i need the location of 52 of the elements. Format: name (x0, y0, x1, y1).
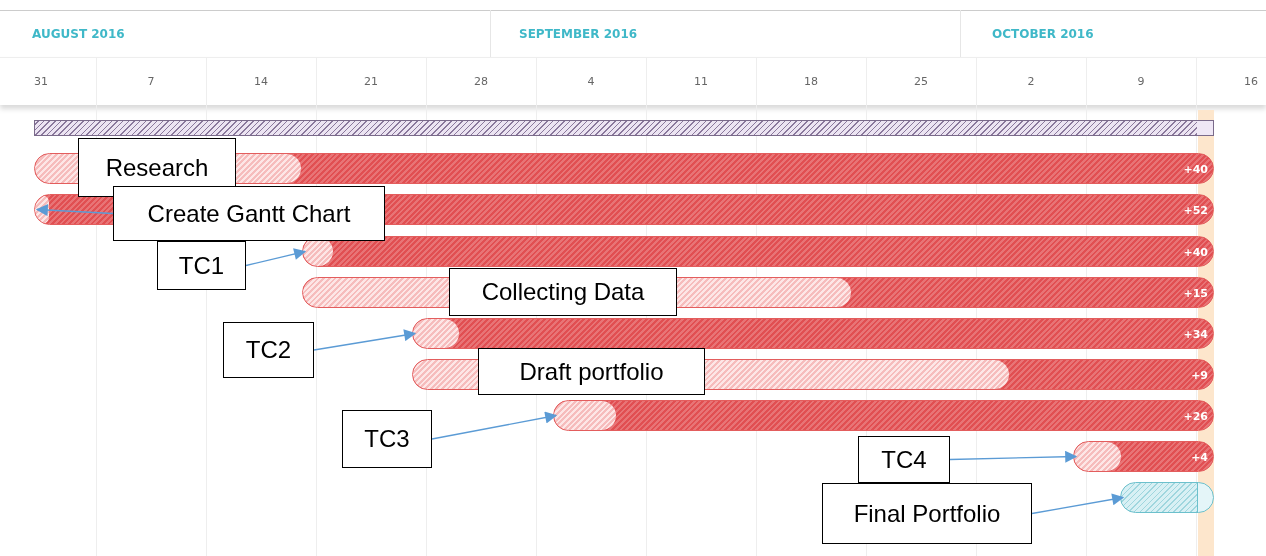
week-label: 4 (586, 75, 596, 88)
callout-text: TC1 (178, 251, 225, 280)
month-label: OCTOBER 2016 (992, 27, 1094, 41)
week-label: 9 (1136, 75, 1146, 88)
callout-box (822, 483, 1032, 544)
callout-text: TC4 (881, 445, 927, 474)
month-label: SEPTEMBER 2016 (519, 27, 638, 41)
callout-box (478, 348, 705, 395)
callout-box (113, 186, 385, 241)
week-label: 25 (913, 75, 929, 88)
milestone-bar (1120, 482, 1214, 513)
callout-box (157, 241, 246, 290)
week-label: 28 (473, 75, 489, 88)
duration-label: +52 (1183, 203, 1208, 216)
week-label: 21 (363, 75, 379, 88)
week-label: 11 (693, 75, 709, 88)
week-label: 14 (253, 75, 269, 88)
summary-bar (34, 120, 1214, 136)
week-label: 18 (803, 75, 819, 88)
duration-label: +34 (1183, 327, 1208, 340)
task-bar (302, 236, 1214, 267)
leader-arrow (245, 248, 307, 267)
leader-arrow (35, 204, 114, 217)
callout-box (223, 322, 314, 378)
callout-text: Collecting Data (481, 278, 645, 306)
duration-label: +15 (1183, 286, 1208, 299)
week-label: 7 (146, 75, 156, 88)
leader-arrow (313, 329, 417, 351)
task-bar (553, 400, 1214, 431)
leader-arrow (949, 450, 1078, 463)
callout-text: Create Gantt Chart (147, 199, 351, 228)
callout-text: TC2 (245, 336, 292, 364)
callout-box (858, 436, 950, 483)
week-label: 2 (1026, 75, 1036, 88)
week-label: 31 (33, 75, 49, 88)
callout-box (449, 268, 677, 316)
duration-label: +40 (1183, 245, 1208, 258)
callout-box (342, 410, 432, 468)
task-bar (1073, 441, 1214, 472)
callout-text: Research (105, 153, 209, 182)
callout-text: TC3 (364, 425, 410, 453)
duration-label: +26 (1183, 409, 1208, 422)
duration-label: +40 (1183, 162, 1208, 175)
month-label: AUGUST 2016 (32, 27, 125, 41)
leader-arrow (431, 411, 558, 440)
duration-label: +4 (1191, 450, 1208, 463)
leader-arrow (1031, 493, 1125, 515)
callout-text: Draft portfolio (519, 357, 664, 386)
task-bar (412, 318, 1214, 349)
duration-label: +9 (1191, 368, 1208, 381)
callout-text: Final Portfolio (853, 499, 1001, 528)
week-label: 16 (1243, 75, 1259, 88)
